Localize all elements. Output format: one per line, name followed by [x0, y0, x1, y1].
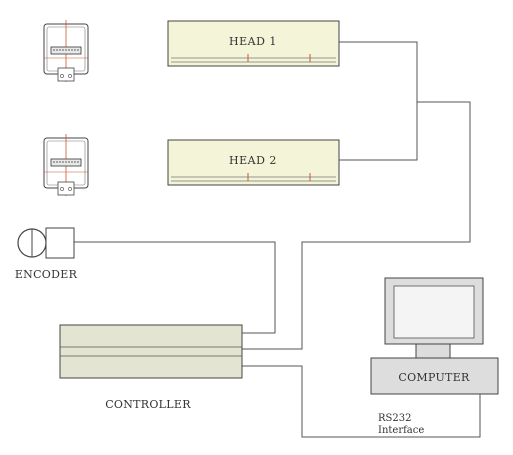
encoder-wire [74, 241, 276, 334]
encoder: ENCODER [15, 227, 78, 281]
controller: CONTROLLER [59, 324, 243, 411]
head-2-label: HEAD 2 [229, 154, 277, 167]
head-2-side-view [43, 134, 89, 196]
controller-label: CONTROLLER [105, 398, 191, 411]
head-1-label: HEAD 1 [229, 35, 277, 48]
head-2-to-controller-wire [242, 101, 471, 350]
encoder-label: ENCODER [15, 268, 78, 281]
head-1-wire [339, 41, 418, 161]
head-1-panel: HEAD 1 [167, 20, 340, 67]
head-1-side-view [43, 20, 89, 82]
head-2-panel: HEAD 2 [167, 139, 340, 186]
rs232-label: RS232 [378, 413, 411, 424]
computer-label: COMPUTER [398, 371, 470, 384]
rs232-wire [242, 365, 481, 438]
computer: COMPUTER [370, 277, 499, 395]
interface-label: Interface [378, 425, 424, 436]
